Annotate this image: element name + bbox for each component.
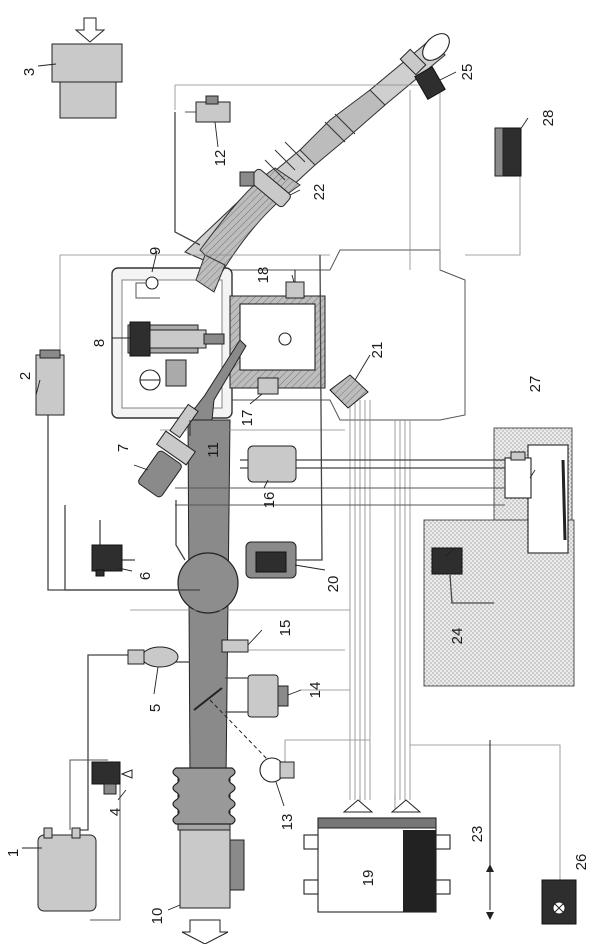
component-23-arrow [486,740,494,920]
label-10: 10 [149,908,166,925]
component-8-coil [129,321,225,357]
label-4: 4 [107,808,124,816]
component-17-sensor [257,377,279,395]
label-24: 24 [449,628,466,645]
label-25: 25 [459,64,476,81]
label-2: 2 [17,372,34,380]
component-22-oxygen-sensor [239,168,291,208]
label-17: 17 [239,410,256,427]
component-16-fuel-filter [247,445,297,483]
label-12: 12 [212,150,229,167]
component-9-sensor [135,276,160,299]
component-12-valve [195,95,231,123]
component-19-ecu [303,799,451,913]
component-labels: 1 2 3 4 5 6 7 8 9 10 11 12 13 14 15 16 1… [5,64,590,925]
component-13-sensor [259,757,295,783]
component-21-sensor [329,374,369,409]
component-7-injector [138,430,197,498]
component-5-regulator [127,646,179,668]
component-14-idle-valve [225,674,289,718]
label-9: 9 [147,247,164,255]
label-18: 18 [255,267,272,284]
label-28: 28 [540,110,557,127]
label-22: 22 [311,184,328,201]
component-26-switch [541,879,577,925]
component-1-canister [37,827,97,912]
label-6: 6 [137,572,154,580]
label-11: 11 [205,442,222,458]
label-23: 23 [469,826,486,843]
component-6-module [91,544,123,577]
label-1: 1 [5,849,22,857]
label-14: 14 [307,682,324,699]
intake-duct [172,339,269,909]
wiring-harness [59,80,561,880]
fuel-lines [47,111,505,921]
leader-lines [22,63,536,911]
label-7: 7 [115,444,132,452]
component-28-sensor [494,127,522,177]
air-inlet-arrow [181,919,229,944]
label-8: 8 [91,339,108,347]
fuel-pump [504,451,567,541]
component-2-sensor [35,349,65,416]
component-15-sensor [221,639,249,653]
label-26: 26 [573,854,590,871]
component-18-sensor [285,270,305,299]
component-3-air-unit [51,17,123,119]
component-24-module [431,547,463,575]
component-11-injector-body [169,403,199,439]
label-3: 3 [21,68,38,76]
label-19: 19 [360,870,377,887]
label-13: 13 [279,814,296,831]
component-25-sensor [399,48,446,100]
component-20-pressure-regulator [245,541,297,579]
label-15: 15 [277,620,294,637]
label-21: 21 [369,342,386,359]
label-20: 20 [325,576,342,593]
label-27: 27 [527,376,544,393]
component-4-valve [91,761,133,795]
label-16: 16 [261,492,278,509]
label-5: 5 [147,704,164,712]
